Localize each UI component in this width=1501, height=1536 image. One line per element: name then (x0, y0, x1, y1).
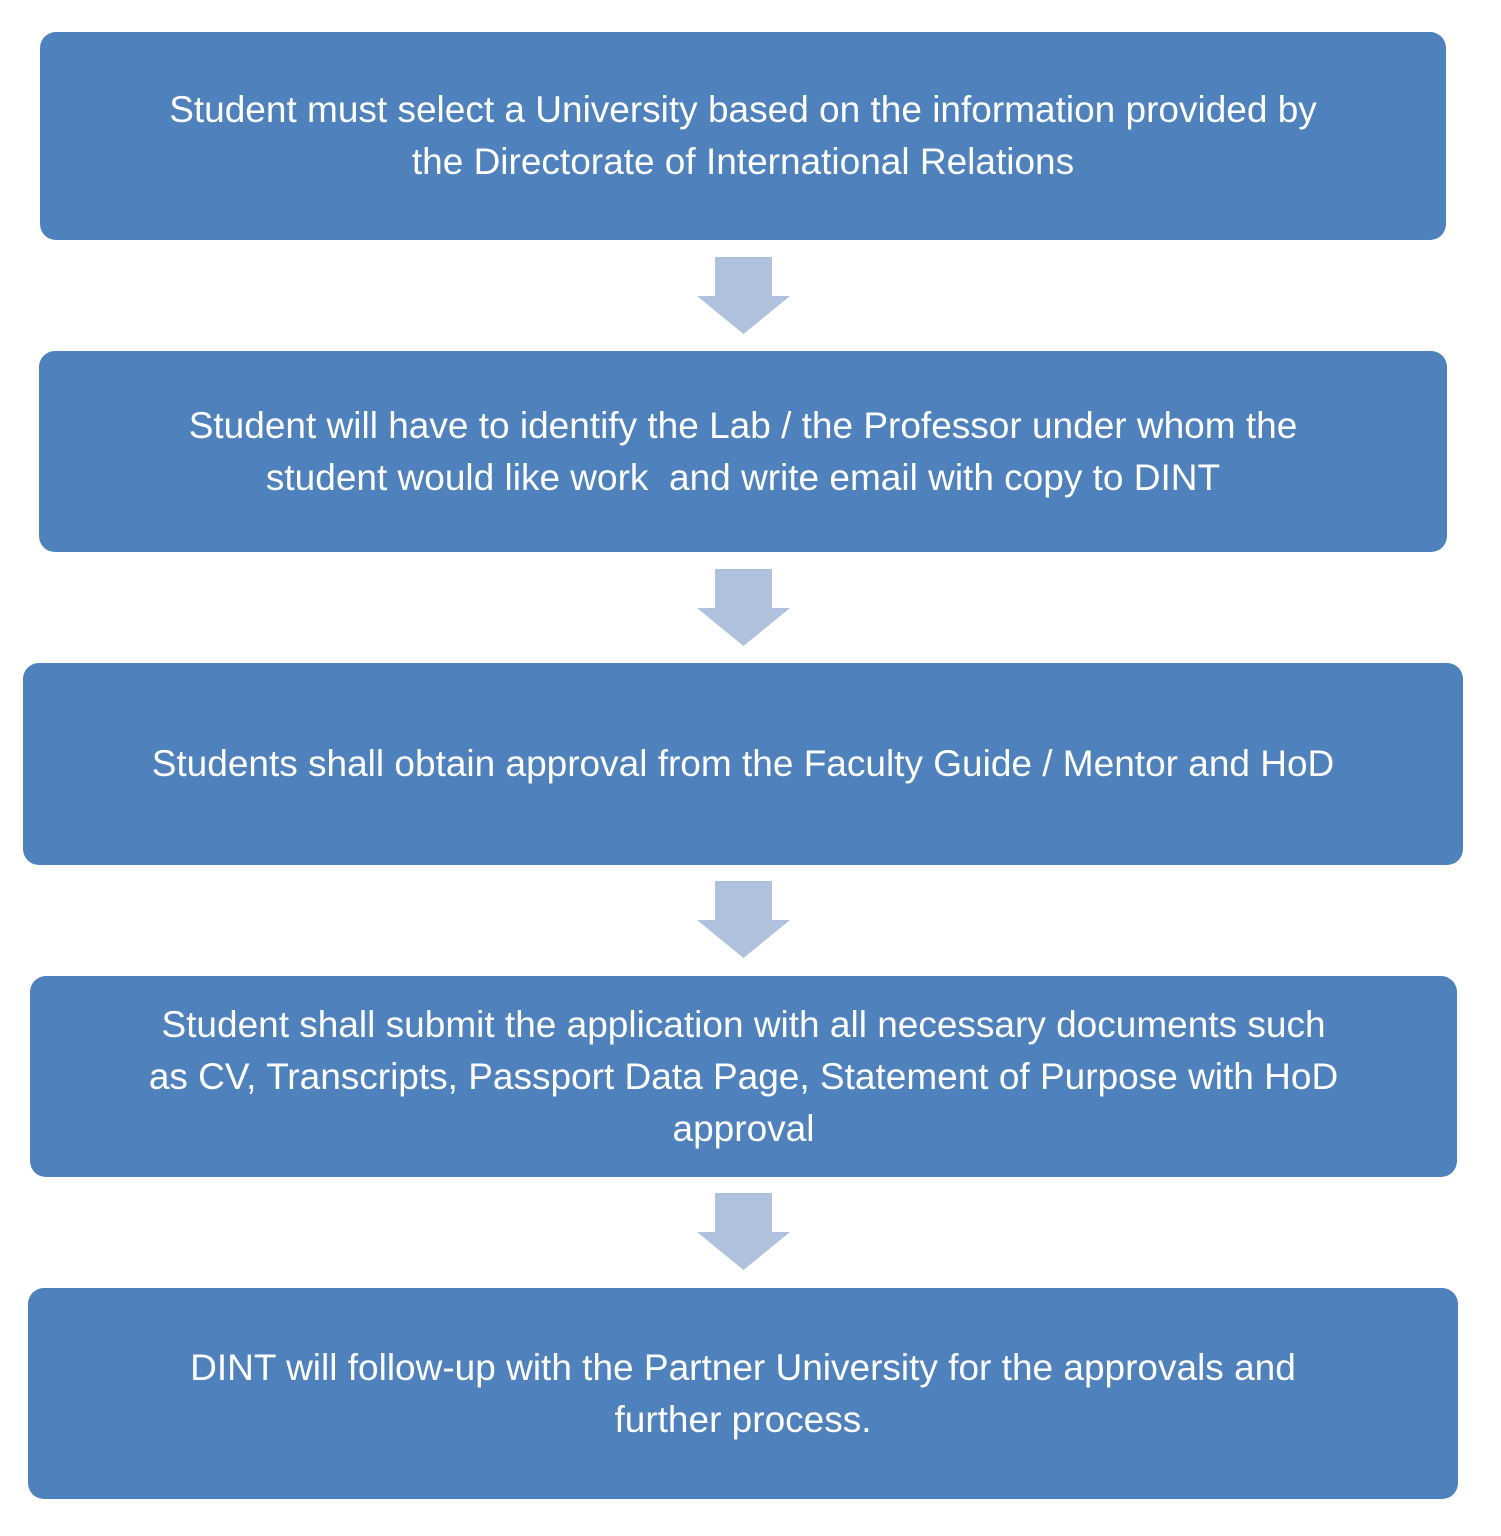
down-arrow-icon (697, 569, 790, 646)
flow-step-2: Student will have to identify the Lab / … (39, 351, 1447, 552)
step-text-line: DINT will follow-up with the Partner Uni… (190, 1346, 1296, 1388)
down-arrow-icon (697, 1193, 790, 1270)
step-text-line: Student shall submit the application wit… (161, 1003, 1326, 1045)
down-arrow-icon (697, 257, 790, 334)
flow-step-3: Students shall obtain approval from the … (23, 663, 1463, 865)
flow-step-5: DINT will follow-up with the Partner Uni… (28, 1288, 1458, 1499)
step-text-line: as CV, Transcripts, Passport Data Page, … (148, 1055, 1339, 1097)
step-text-line: Student will have to identify the Lab / … (188, 404, 1298, 446)
step-text-line: Students shall obtain approval from the … (151, 743, 1335, 784)
flow-step-1: Student must select a University based o… (40, 32, 1446, 240)
flow-step-4: Student shall submit the application wit… (30, 976, 1457, 1177)
step-text-line: student would like work and write email … (265, 456, 1221, 498)
step-text-line: approval (672, 1107, 815, 1149)
step-text-line: further process. (614, 1398, 872, 1440)
step-text-line: Student must select a University based o… (169, 89, 1317, 130)
down-arrow-icon (697, 881, 790, 958)
step-text-line: the Directorate of International Relatio… (411, 141, 1075, 182)
